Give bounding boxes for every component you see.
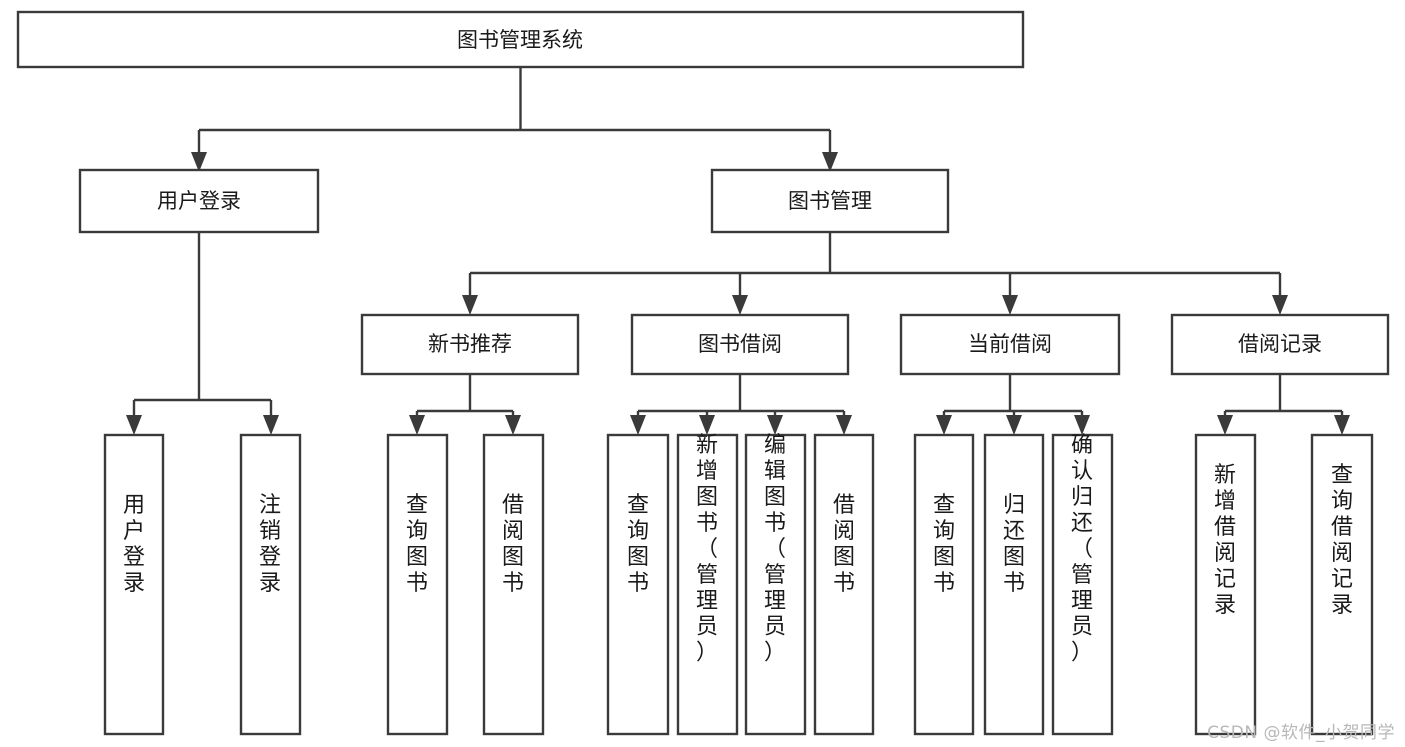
arrowhead-book-mgmt — [822, 152, 838, 172]
node-leaf-edit-book-admin-label: 编辑图书（管理员） — [764, 433, 786, 666]
node-book-borrow-label: 图书借阅 — [698, 332, 782, 356]
node-leaf-add-book-admin-box[interactable] — [676, 433, 739, 736]
node-leaf-add-borrow-record-label: 新增借阅记录 — [1214, 463, 1236, 618]
node-user-login[interactable]: 用户登录 — [78, 168, 320, 234]
arrowhead-current-borrow — [1002, 295, 1018, 315]
arrowhead-nbr-c1 — [409, 415, 425, 435]
csdn-watermark: CSDN @软件_小贺同学 — [1207, 723, 1395, 743]
node-book-management-box[interactable] — [710, 168, 950, 234]
arrowhead-cb-c2 — [1006, 415, 1022, 435]
node-leaf-add-book-admin-label: 新增图书（管理员） — [696, 433, 718, 666]
node-leaf-borrow-book-bb[interactable]: 借阅图书 — [813, 433, 875, 736]
node-leaf-query-book-cb[interactable]: 查询图书 — [913, 433, 975, 736]
node-leaf-confirm-return-admin[interactable]: 确认归还（管理员） — [1051, 433, 1114, 736]
node-leaf-query-book-cb-box[interactable] — [913, 433, 975, 736]
arrowhead-bb-c2 — [699, 415, 715, 435]
arrowhead-bb-c4 — [836, 415, 852, 435]
node-leaf-edit-book-admin-box[interactable] — [744, 433, 807, 736]
connector-group-new-book-rec — [409, 374, 521, 435]
node-leaf-logout[interactable]: 注销登录 — [239, 433, 302, 736]
arrowhead-nbr-c2 — [505, 415, 521, 435]
node-leaf-query-borrow-record[interactable]: 查询借阅记录 — [1310, 433, 1374, 736]
node-leaf-add-borrow-record[interactable]: 新增借阅记录 — [1194, 433, 1257, 736]
node-leaf-query-book-bb[interactable]: 查询图书 — [606, 433, 670, 736]
arrowhead-book-borrow — [732, 295, 748, 315]
arrowhead-borrow-record — [1272, 295, 1288, 315]
node-leaf-query-book-cb-label: 查询图书 — [933, 493, 955, 596]
connector-group-root — [191, 67, 838, 172]
node-book-borrow-box[interactable] — [630, 313, 850, 376]
arrowhead-user-login — [191, 152, 207, 172]
node-leaf-confirm-return-admin-label: 确认归还（管理员） — [1071, 433, 1093, 666]
node-current-borrow[interactable]: 当前借阅 — [899, 313, 1121, 376]
arrowhead-cb-c3 — [1074, 415, 1090, 435]
node-leaf-query-book-nbr-box[interactable] — [386, 433, 449, 736]
node-leaf-query-book-bb-box[interactable] — [606, 433, 670, 736]
connector-group-book-mgmt — [462, 232, 1288, 315]
node-root-label: 图书管理系统 — [457, 28, 583, 52]
node-leaf-borrow-book-nbr[interactable]: 借阅图书 — [482, 433, 545, 736]
node-root-box[interactable] — [16, 10, 1025, 69]
arrowhead-ul-child1 — [126, 415, 142, 435]
node-leaf-user-login-label: 用户登录 — [123, 493, 145, 596]
node-leaf-borrow-book-nbr-box[interactable] — [482, 433, 545, 736]
node-leaf-logout-box[interactable] — [239, 433, 302, 736]
node-leaf-query-borrow-record-box[interactable] — [1310, 433, 1374, 736]
node-user-login-box[interactable] — [78, 168, 320, 234]
node-leaf-borrow-book-nbr-label: 借阅图书 — [502, 493, 524, 596]
node-leaf-query-book-nbr-label: 查询图书 — [406, 493, 428, 596]
node-leaf-add-borrow-record-box[interactable] — [1194, 433, 1257, 736]
node-new-book-recommend-label: 新书推荐 — [428, 332, 512, 356]
node-leaf-return-book-label: 归还图书 — [1003, 493, 1025, 596]
arrowhead-bb-c1 — [630, 415, 646, 435]
node-leaf-confirm-return-admin-box[interactable] — [1051, 433, 1114, 736]
node-leaf-borrow-book-bb-label: 借阅图书 — [833, 493, 855, 596]
connector-group-current-borrow — [936, 374, 1090, 435]
arrowhead-br-c2 — [1334, 415, 1350, 435]
connector-group-borrow-record — [1217, 374, 1350, 435]
arrowhead-br-c1 — [1217, 415, 1233, 435]
node-leaf-add-book-admin[interactable]: 新增图书（管理员） — [676, 433, 739, 736]
node-new-book-recommend-box[interactable] — [360, 313, 580, 376]
node-leaf-return-book-box[interactable] — [983, 433, 1045, 736]
connector-group-book-borrow — [630, 374, 852, 435]
node-leaf-query-borrow-record-label: 查询借阅记录 — [1331, 463, 1353, 618]
node-leaf-edit-book-admin[interactable]: 编辑图书（管理员） — [744, 433, 807, 736]
node-leaf-return-book[interactable]: 归还图书 — [983, 433, 1045, 736]
node-leaf-query-book-nbr[interactable]: 查询图书 — [386, 433, 449, 736]
node-leaf-borrow-book-bb-box[interactable] — [813, 433, 875, 736]
node-new-book-recommend[interactable]: 新书推荐 — [360, 313, 580, 376]
arrowhead-new-book-rec — [462, 295, 478, 315]
node-book-borrow[interactable]: 图书借阅 — [630, 313, 850, 376]
node-current-borrow-label: 当前借阅 — [968, 332, 1052, 356]
node-borrow-record-box[interactable] — [1170, 313, 1390, 376]
node-borrow-record[interactable]: 借阅记录 — [1170, 313, 1390, 376]
node-leaf-query-book-bb-label: 查询图书 — [627, 493, 649, 596]
node-leaf-user-login[interactable]: 用户登录 — [103, 433, 165, 736]
node-user-login-label: 用户登录 — [157, 189, 241, 213]
arrowhead-cb-c1 — [936, 415, 952, 435]
node-book-management-label: 图书管理 — [788, 189, 872, 213]
arrowhead-ul-child2 — [263, 415, 279, 435]
node-borrow-record-label: 借阅记录 — [1238, 332, 1322, 356]
node-leaf-user-login-box[interactable] — [103, 433, 165, 736]
connector-group-user-login — [126, 232, 279, 435]
arrowhead-bb-c3 — [767, 415, 783, 435]
node-current-borrow-box[interactable] — [899, 313, 1121, 376]
node-book-management[interactable]: 图书管理 — [710, 168, 950, 234]
node-leaf-logout-label: 注销登录 — [259, 493, 281, 596]
node-root[interactable]: 图书管理系统 — [16, 10, 1025, 69]
